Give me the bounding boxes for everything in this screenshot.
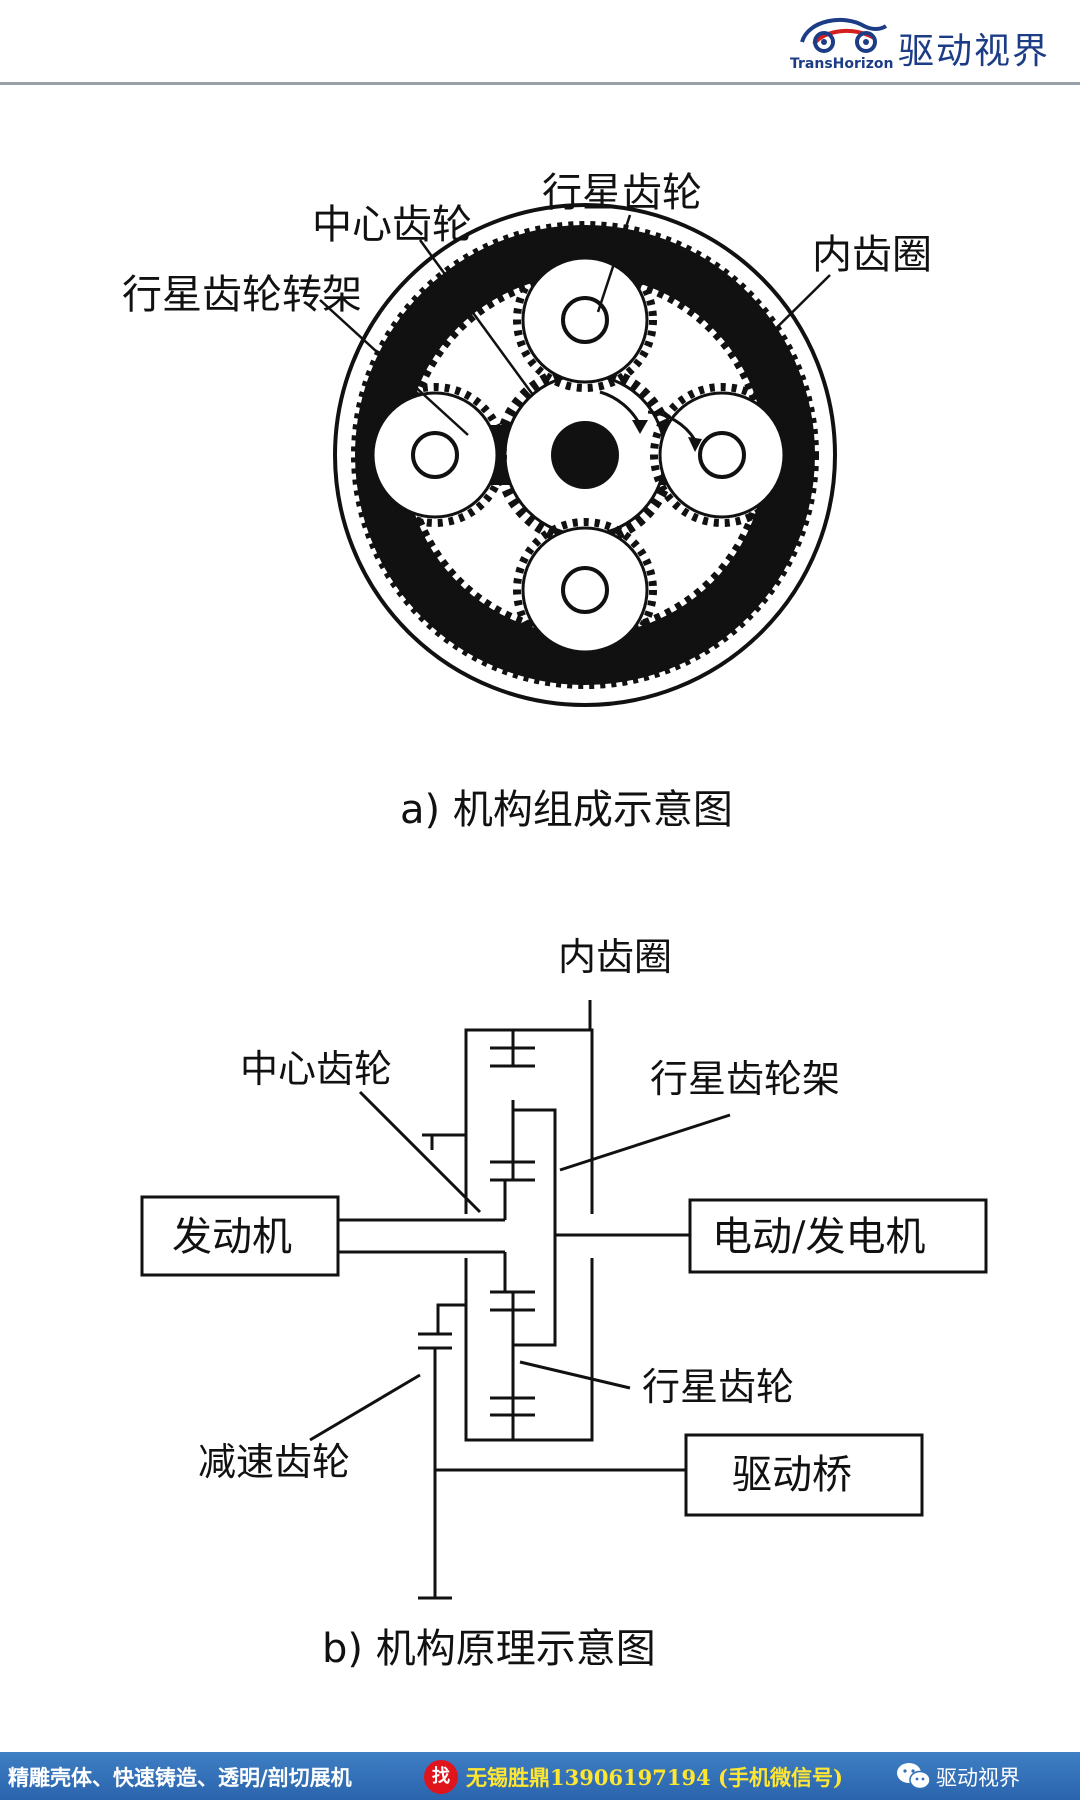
footer-find-badge: 找	[424, 1760, 458, 1794]
planet-gear-right	[650, 383, 794, 527]
header: 驱动视界 TransHorizon	[0, 0, 1080, 86]
ring-gear-outer-teeth	[351, 221, 819, 689]
leader-b-sun-gear	[358, 1090, 482, 1214]
leader-ring-gear	[751, 274, 831, 353]
label-planet-gear-b: 行星齿轮	[642, 1365, 794, 1409]
planet-carrier-frame-bottom	[513, 1235, 557, 1347]
ring-gear-housing-bottom	[464, 1258, 594, 1442]
figure-a: 行星齿轮 中心齿轮 内齿圈 行星齿轮转架 a) 机构组成示意图	[122, 170, 932, 833]
brand-logo: 驱动视界 TransHorizon	[790, 12, 1070, 78]
rotation-arrowhead-planet	[688, 437, 702, 452]
leader-planet-gear	[596, 214, 632, 313]
footer-brand-text: 驱动视界	[936, 1766, 1020, 1790]
label-planet-carrier-a: 行星齿轮转架	[122, 272, 362, 318]
motor-generator-box	[688, 1198, 988, 1274]
planetary-gear-diagram: 行星齿轮 中心齿轮 内齿圈 行星齿轮转架 a) 机构组成示意图	[122, 170, 988, 1672]
engine-box	[140, 1195, 340, 1277]
planet-gear-left	[363, 383, 507, 527]
label-motor-generator: 电动/发电机	[712, 1214, 925, 1260]
planet-carrier-frame-top	[513, 1108, 557, 1235]
caption-a: a) 机构组成示意图	[400, 787, 733, 833]
caption-b: b) 机构原理示意图	[322, 1626, 656, 1672]
label-sun-gear-b: 中心齿轮	[240, 1047, 392, 1091]
brand-logo-icon	[800, 18, 888, 53]
wechat-icon	[897, 1763, 931, 1790]
drive-axle-box	[684, 1433, 924, 1517]
ring-gear-housing-top	[464, 1028, 594, 1214]
label-reduction-gear: 减速齿轮	[198, 1440, 350, 1484]
brand-name-cn: 驱动视界	[898, 31, 1051, 72]
rotation-arrowhead-sun	[632, 420, 648, 434]
footer-contact-text: 无锡胜鼎13906197194 (手机微信号)	[466, 1765, 843, 1790]
brand-name-en: TransHorizon	[790, 56, 894, 72]
reduction-gear-link	[436, 1303, 466, 1334]
label-engine: 发动机	[172, 1214, 292, 1260]
figure-b-labels: 内齿圈 中心齿轮 行星齿轮架 发动机 电动/发电机 行星齿轮 减速齿轮 驱动桥 …	[172, 935, 925, 1672]
label-drive-axle: 驱动桥	[732, 1452, 852, 1498]
label-ring-gear-a: 内齿圈	[812, 232, 932, 278]
leader-sun-gear	[418, 239, 535, 396]
label-ring-gear-b: 内齿圈	[558, 935, 672, 979]
sun-gear-shaft	[551, 421, 619, 489]
leader-b-planet-gear	[519, 1360, 631, 1390]
planet-gear-bottom	[513, 518, 657, 662]
ring-gear-hook	[430, 1133, 466, 1150]
header-divider	[0, 82, 1080, 85]
planet-gear-top	[513, 248, 657, 392]
footer-banner[interactable]: 精雕壳体、快速铸造、透明/剖切展机 找 无锡胜鼎13906197194 (手机微…	[0, 1752, 1080, 1800]
label-planet-carrier-b: 行星齿轮架	[650, 1057, 840, 1101]
label-sun-gear-a: 中心齿轮	[312, 202, 472, 248]
leader-planet-carrier	[319, 299, 469, 436]
figure-b	[140, 1000, 988, 1600]
label-planet-gear-a: 行星齿轮	[542, 170, 702, 216]
rotation-arrow-planet	[647, 410, 697, 441]
leader-b-reduction-gear	[309, 1373, 421, 1442]
leader-b-planet-carrier	[559, 1113, 731, 1172]
footer-promo-text: 精雕壳体、快速铸造、透明/剖切展机	[8, 1765, 352, 1790]
